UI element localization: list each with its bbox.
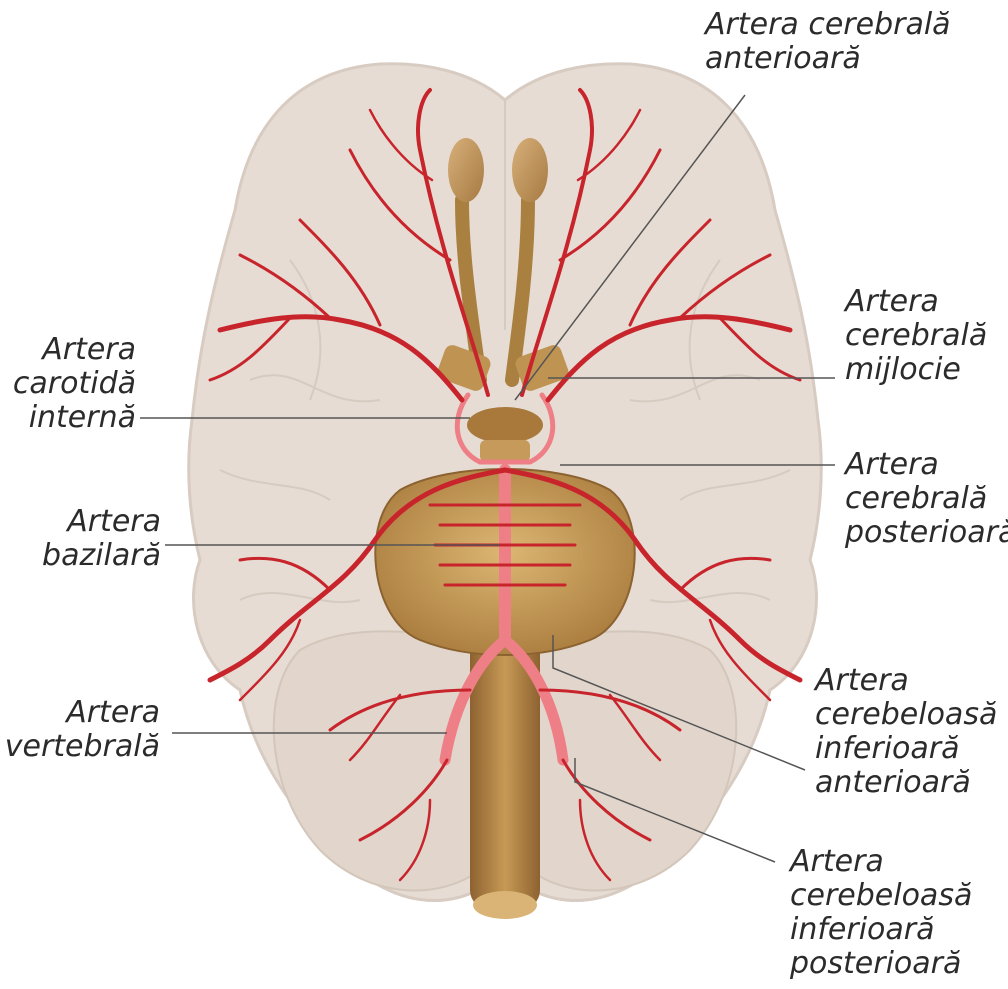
label-line: inferioară — [790, 913, 972, 947]
label-line: Artera — [13, 333, 136, 367]
label-line: carotidă — [13, 367, 136, 401]
label-line: Artera — [815, 664, 997, 698]
label-line: anterioară — [705, 42, 951, 76]
label-line: cerebeloasă — [815, 698, 997, 732]
label-line: Artera — [845, 285, 987, 319]
label-line: Artera — [5, 696, 160, 730]
label-line: posterioară — [790, 947, 972, 981]
label-line: anterioară — [815, 766, 997, 800]
label-vertebral: Artera vertebrală — [5, 696, 160, 764]
label-line: inferioară — [815, 732, 997, 766]
label-line: mijlocie — [845, 353, 987, 387]
label-internal-carotid: Artera carotidă internă — [13, 333, 136, 435]
label-line: vertebrală — [5, 730, 160, 764]
label-middle-cerebral: Artera cerebrală mijlocie — [845, 285, 987, 387]
label-anterior-inferior-cerebellar: Artera cerebeloasă inferioară anterioară — [815, 664, 997, 800]
label-line: cerebeloasă — [790, 879, 972, 913]
label-line: Artera — [42, 505, 161, 539]
label-line: internă — [13, 401, 136, 435]
label-line: cerebrală — [845, 482, 1008, 516]
label-line: Artera cerebrală — [705, 8, 951, 42]
label-line: cerebrală — [845, 319, 987, 353]
label-line: Artera — [790, 845, 972, 879]
label-posterior-inferior-cerebellar: Artera cerebeloasă inferioară posterioar… — [790, 845, 972, 981]
label-line: posterioară — [845, 516, 1008, 550]
label-posterior-cerebral: Artera cerebrală posterioară — [845, 448, 1008, 550]
label-line: bazilară — [42, 539, 161, 573]
label-basilar: Artera bazilară — [42, 505, 161, 573]
label-line: Artera — [845, 448, 1008, 482]
label-anterior-cerebral: Artera cerebrală anterioară — [705, 8, 951, 76]
